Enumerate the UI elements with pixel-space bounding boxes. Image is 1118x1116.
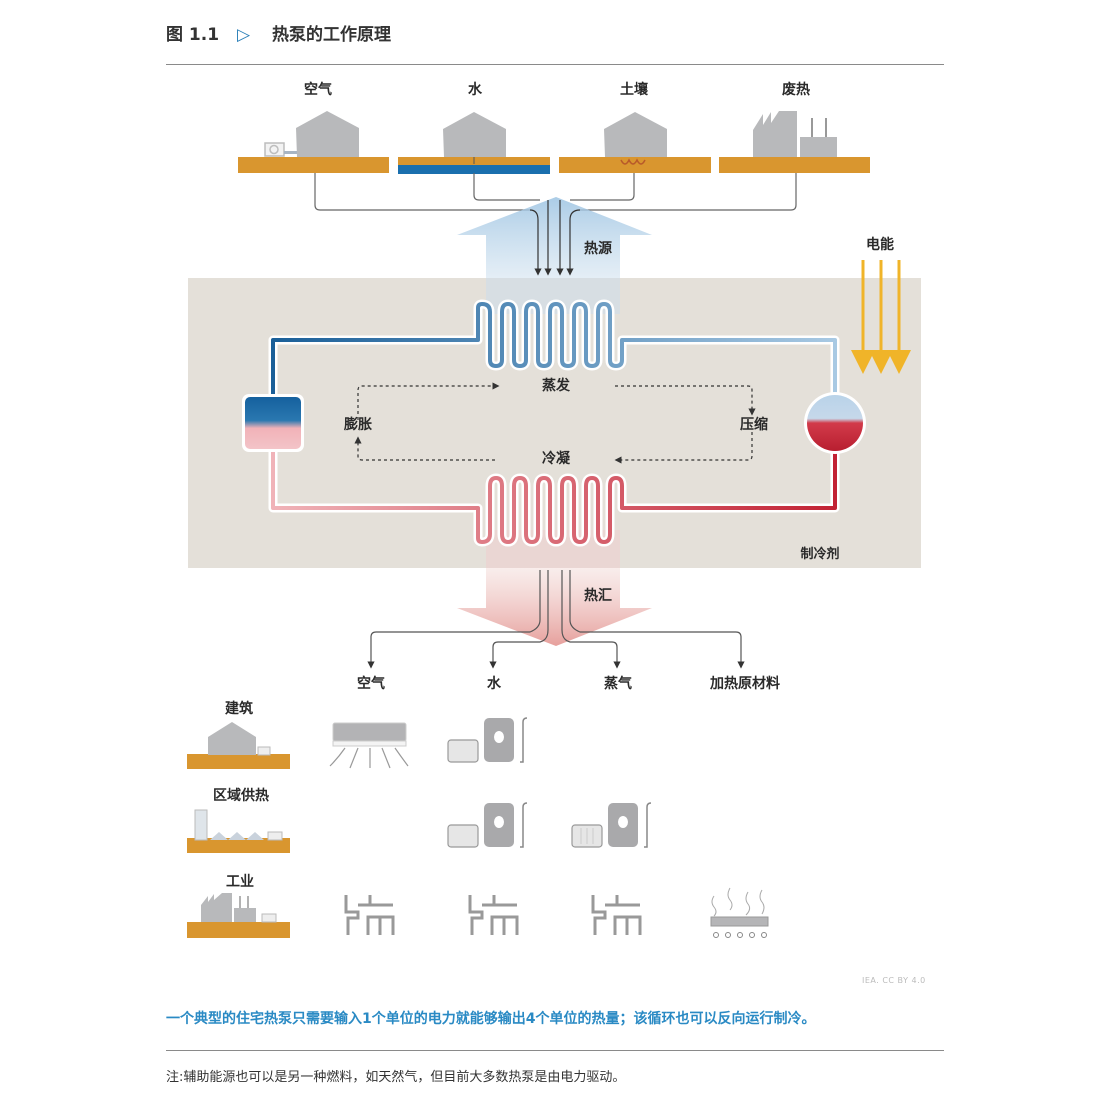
heating-plate-icon [710, 887, 769, 938]
sector-industry: 工业 [187, 874, 769, 938]
heat-source-arrow: 热源 [457, 197, 652, 300]
house-with-air-unit-icon [238, 111, 389, 173]
sector-buildings: 建筑 [187, 700, 528, 769]
district-heating-icon [187, 809, 290, 853]
evaporation-label: 蒸发 [542, 377, 571, 394]
output-label-heating-raw-materials: 加热原材料 [709, 675, 780, 692]
sector-label-district-heating: 区域供热 [213, 787, 269, 804]
heat-source-labels: 空气 水 土壤 废热 [304, 81, 810, 98]
condensation-label: 冷凝 [542, 450, 571, 467]
evaporator-coil [268, 299, 840, 400]
figure-caption: 一个典型的住宅热泵只需要输入1个单位的电力就能够输出4个单位的热量；该循环也可以… [166, 1011, 816, 1027]
compression-label: 压缩 [740, 416, 768, 433]
figure-header: 图 1.1 ▷ 热泵的工作原理 [166, 20, 391, 45]
small-factory-icon [187, 893, 290, 938]
condenser-coil [268, 447, 840, 547]
triangle-right-outline-icon: ▷ [236, 25, 251, 45]
radiator-and-boiler-icon [447, 717, 528, 763]
output-label-air: 空气 [357, 675, 385, 692]
credit-text: IEA. CC BY 4.0 [862, 976, 926, 985]
heat-pump-diagram: 空气 水 土壤 废热 [187, 81, 921, 938]
refrigerant-legend-label: 制冷剂 [800, 546, 839, 562]
heat-source-arrow-label: 热源 [584, 240, 612, 257]
heat-sink-arrow: 热汇 [367, 568, 745, 669]
electric-energy-label: 电能 [866, 236, 894, 253]
factory-icon [719, 111, 870, 173]
pipework-icon [468, 895, 519, 935]
heat-source-label-water: 水 [468, 81, 483, 98]
radiator-and-boiler-icon [447, 802, 528, 848]
bottom-divider [166, 1050, 944, 1051]
electric-energy-arrows: 电能 [851, 236, 911, 374]
heat-source-label-soil: 土壤 [620, 81, 649, 98]
cycle-flow-arrows [354, 382, 756, 464]
heat-source-label-air: 空气 [304, 81, 332, 98]
pipework-icon [591, 895, 642, 935]
figure-title: 热泵的工作原理 [271, 25, 391, 45]
source-connectors [314, 173, 797, 211]
output-label-steam: 蒸气 [604, 675, 632, 692]
figure-note: 注:辅助能源也可以是另一种燃料，如天然气，但目前大多数热泵是由电力驱动。 [166, 1070, 626, 1085]
air-conditioner-icon [329, 722, 409, 769]
top-divider [166, 64, 944, 65]
figure-number: 图 1.1 [166, 25, 220, 45]
house-with-ground-loop-icon [559, 112, 711, 173]
radiator-and-boiler-icon [571, 802, 652, 848]
pipework-icon [344, 895, 395, 935]
expansion-valve-icon [242, 394, 304, 452]
heat-sink-output-labels: 空气 水 蒸气 加热原材料 [357, 675, 780, 692]
expansion-label: 膨胀 [344, 416, 372, 433]
heat-source-label-waste-heat: 废热 [782, 81, 810, 98]
sector-district-heating: 区域供热 [187, 787, 652, 853]
sector-label-buildings: 建筑 [225, 700, 253, 717]
output-label-water: 水 [487, 675, 502, 692]
house-icon [187, 722, 290, 769]
compressor-icon [804, 392, 866, 454]
house-over-water-icon [398, 112, 550, 174]
heat-sink-arrow-label: 热汇 [584, 587, 612, 604]
refrigerant-legend: 制冷剂 [800, 546, 913, 562]
sector-label-industry: 工业 [226, 874, 254, 890]
